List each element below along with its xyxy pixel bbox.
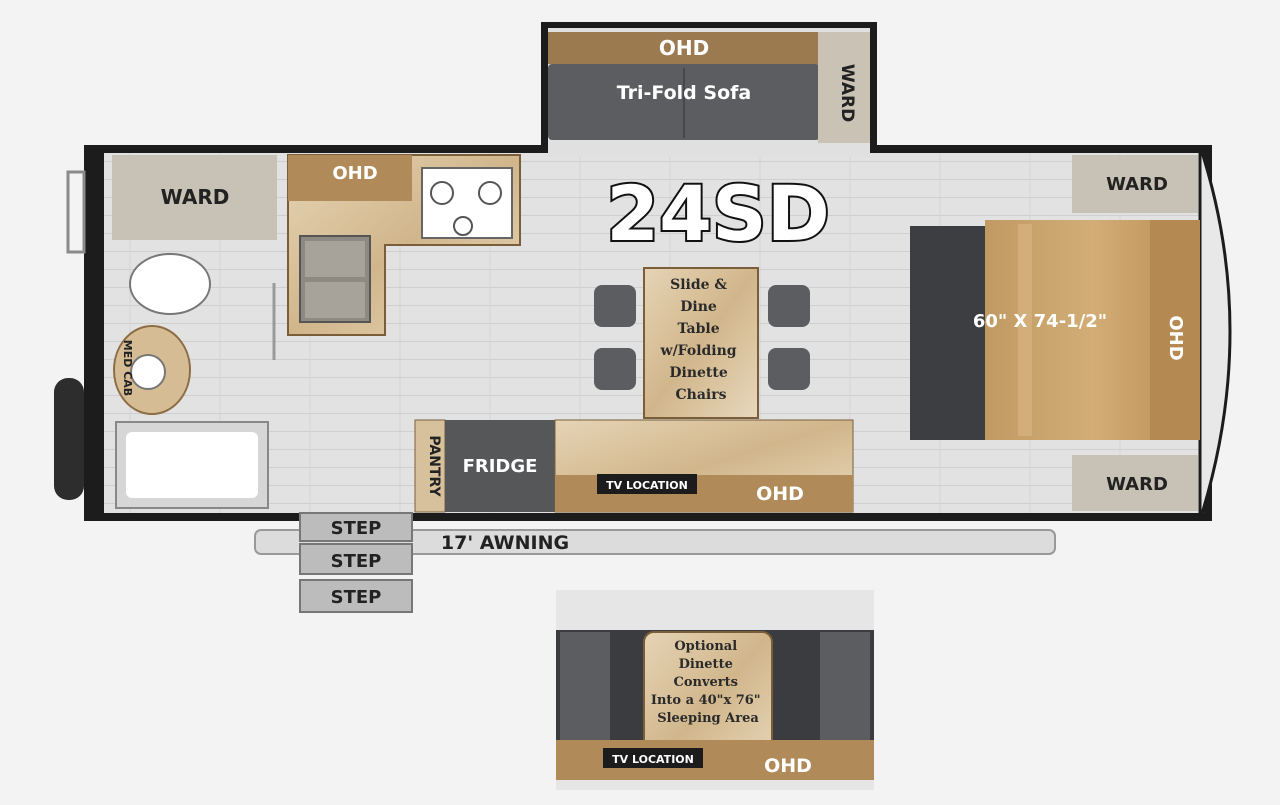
sofa-label: Tri-Fold Sofa	[617, 82, 751, 104]
spare-tire	[54, 378, 84, 500]
bed-headboard	[910, 226, 988, 440]
ohd-counter-label: OHD	[756, 483, 804, 505]
rear-bath: WARD MED CAB	[112, 155, 277, 509]
chair	[594, 285, 636, 327]
table-text-1: Slide &	[670, 277, 727, 293]
ohd-bed-label: OHD	[1165, 315, 1186, 360]
optional-text-4: Into a 40"x 76"	[651, 693, 761, 708]
ward-slide-label: WARD	[837, 64, 857, 122]
awning: 17' AWNING	[254, 529, 1056, 555]
svg-text:Slide & Dine Table: Slide & Dine Table w/Folding Dinette Cha…	[660, 277, 742, 403]
table-text-3: Table	[677, 321, 719, 337]
optional-text-2: Dinette	[679, 657, 733, 672]
svg-text:Optional Dinette C: Optional Dinette Converts Into a 40"x 76…	[651, 639, 765, 726]
fridge-label: FRIDGE	[463, 456, 538, 477]
entry-steps: STEP STEP STEP	[299, 512, 413, 613]
kitchen-galley: PANTRY FRIDGE TV LOCATION OHD	[414, 419, 854, 513]
table-text-6: Chairs	[676, 387, 727, 403]
step-1-label: STEP	[331, 518, 382, 539]
step-3-label: STEP	[331, 587, 382, 608]
optional-text-1: Optional	[674, 639, 737, 654]
tv-location-label: TV LOCATION	[606, 479, 688, 492]
awning-label: 17' AWNING	[441, 532, 569, 554]
chair	[768, 285, 810, 327]
ward-front-top-label: WARD	[1106, 174, 1168, 195]
table-text-2: Dine	[680, 299, 717, 315]
dinette-table	[643, 267, 759, 419]
optional-dinette-inset: Optional Dinette Converts Into a 40"x 76…	[556, 590, 874, 790]
kitchen-counter: OHD	[287, 154, 521, 336]
fridge	[445, 420, 555, 512]
front-bedroom: WARD WARD 60" X 74-1/2" OHD	[910, 155, 1200, 511]
optional-text-5: Sleeping Area	[657, 711, 759, 726]
ward-front-bottom-label: WARD	[1106, 474, 1168, 495]
step-2-label: STEP	[331, 551, 382, 572]
toilet	[129, 253, 211, 315]
table-text-5: Dinette	[669, 365, 727, 381]
dinette: Slide & Dine Table w/Folding Dinette Cha…	[594, 267, 810, 419]
pantry-label: PANTRY	[426, 435, 442, 497]
ohd-top-label: OHD	[659, 36, 709, 60]
rear-ladder	[66, 170, 86, 254]
ohd-opt-label: OHD	[764, 755, 812, 777]
bed-size-label: 60" X 74-1/2"	[973, 311, 1107, 332]
med-cab-label: MED CAB	[121, 340, 134, 396]
sofa-slideout: OHD Tri-Fold Sofa WARD	[541, 22, 877, 157]
optional-text-3: Converts	[674, 675, 738, 690]
chair	[768, 348, 810, 390]
chair	[594, 348, 636, 390]
tv-location-opt-label: TV LOCATION	[612, 753, 694, 766]
model-name: 24SD	[606, 169, 830, 258]
ward-rear-label: WARD	[161, 185, 230, 209]
ohd-kitchen-label: OHD	[332, 163, 377, 184]
table-text-4: w/Folding	[660, 343, 737, 359]
